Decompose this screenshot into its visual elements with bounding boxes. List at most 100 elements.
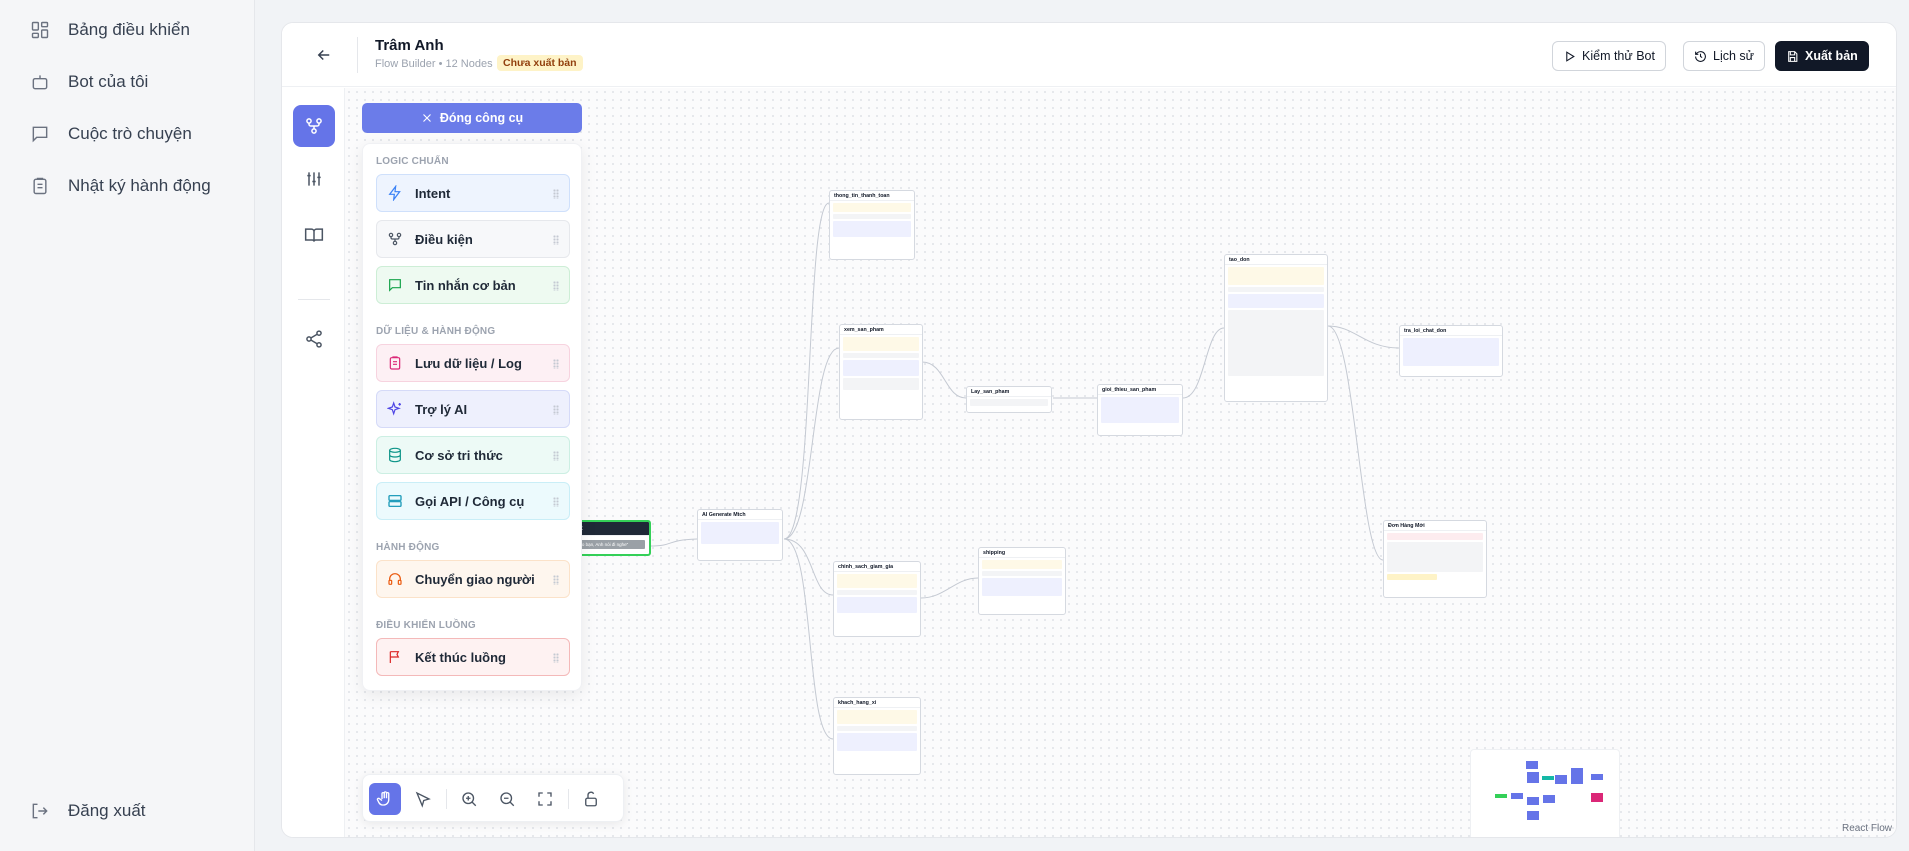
zap-icon xyxy=(388,185,401,201)
tool-label: Gọi API / Công cụ xyxy=(415,493,525,509)
node-title: chinh_sach_giam_gia xyxy=(834,562,920,572)
drag-handle-icon[interactable] xyxy=(553,405,559,415)
page-subtitle: Flow Builder • 12 Nodes xyxy=(375,58,493,70)
sparkles-icon xyxy=(387,401,401,416)
node-body xyxy=(833,221,911,237)
node-title: Lay_san_pham xyxy=(967,387,1051,397)
logout-button[interactable]: Đăng xuất xyxy=(30,791,146,831)
flow-node-thong-tin[interactable]: thong_tin_thanh_toan xyxy=(829,190,915,260)
sidebar-item-dashboard[interactable]: Bảng điều khiển xyxy=(30,10,190,50)
rail-flow-button[interactable] xyxy=(293,105,335,147)
node-warning xyxy=(837,574,917,588)
edge xyxy=(783,538,834,596)
flow-node-lay-san-pham[interactable]: Lay_san_pham xyxy=(966,386,1052,413)
logout-label: Đăng xuất xyxy=(68,801,146,820)
test-bot-button[interactable]: Kiểm thử Bot xyxy=(1552,41,1666,71)
drag-handle-icon[interactable] xyxy=(553,189,559,199)
edge xyxy=(1327,325,1400,349)
history-button[interactable]: Lịch sử xyxy=(1683,41,1766,71)
node-title: tao_don xyxy=(1225,255,1327,265)
close-icon xyxy=(422,114,431,122)
flow-node-gioi-thieu[interactable]: gioi_thieu_san_pham xyxy=(1097,384,1183,436)
tool-end-flow[interactable]: Kết thúc luồng xyxy=(376,638,570,676)
flow-node-chinh-sach[interactable]: chinh_sach_giam_gia xyxy=(833,561,921,637)
tool-label: Điều kiện xyxy=(415,231,473,247)
sidebar-item-bots[interactable]: Bot của tôi xyxy=(30,62,148,102)
test-bot-label: Kiểm thử Bot xyxy=(1582,49,1655,63)
tool-condition[interactable]: Điều kiện xyxy=(376,220,570,258)
flow-edges xyxy=(649,202,1400,740)
node-body xyxy=(837,597,917,613)
rail-knowledge-button[interactable] xyxy=(293,214,335,256)
header-divider xyxy=(357,37,358,73)
book-open-icon xyxy=(304,228,324,242)
minimap-node xyxy=(1527,811,1539,820)
minimap-node xyxy=(1527,772,1539,783)
tool-basic-message[interactable]: Tin nhắn cơ bản xyxy=(376,266,570,304)
status-badge: Chưa xuất bản xyxy=(497,55,583,71)
node-body xyxy=(1403,338,1499,366)
flow-node-tao-don[interactable]: tao_don xyxy=(1224,254,1328,402)
flow-node-shipping[interactable]: shipping xyxy=(978,547,1066,615)
drag-handle-icon[interactable] xyxy=(553,359,559,369)
select-tool-button[interactable] xyxy=(407,783,439,815)
drag-handle-icon[interactable] xyxy=(553,497,559,507)
flow-node-ai-generate[interactable]: AI Generate Mtch xyxy=(697,509,783,561)
tool-label: Chuyển giao người xyxy=(415,571,535,587)
node-attributes xyxy=(843,378,919,390)
zoom-in-button[interactable] xyxy=(453,783,485,815)
back-button[interactable] xyxy=(310,41,338,69)
publish-button[interactable]: Xuất bản xyxy=(1775,41,1869,71)
hand-icon xyxy=(376,791,390,806)
drag-handle-icon[interactable] xyxy=(553,575,559,585)
sliders-icon xyxy=(307,172,321,186)
sidebar-item-conversations[interactable]: Cuộc trò chuyện xyxy=(30,114,192,154)
node-title: Đơn Hàng Mới xyxy=(1384,521,1486,531)
node-status-tags xyxy=(1387,574,1437,580)
sidebar-item-label: Nhật ký hành động xyxy=(68,176,211,195)
tool-api-call[interactable]: Gọi API / Công cụ xyxy=(376,482,570,520)
drag-handle-icon[interactable] xyxy=(553,451,559,461)
flow-node-xem-san-pham[interactable]: xem_san_pham xyxy=(839,324,923,420)
drag-handle-icon[interactable] xyxy=(553,235,559,245)
tool-label: Tin nhắn cơ bản xyxy=(415,277,516,293)
node-body xyxy=(843,360,919,376)
sidebar-item-action-log[interactable]: Nhật ký hành động xyxy=(30,166,211,206)
drag-handle-icon[interactable] xyxy=(553,653,559,663)
sidebar: Bảng điều khiển Bot của tôi Cuộc trò chu… xyxy=(0,0,255,851)
minimap-node xyxy=(1591,774,1603,780)
git-fork-icon xyxy=(388,232,402,246)
zoom-out-button[interactable] xyxy=(491,783,523,815)
flow-builder-card: Trâm Anh Flow Builder • 12 Nodes Chưa xu… xyxy=(281,22,1897,838)
minimap-node xyxy=(1527,797,1539,805)
flow-node-khach-hang[interactable]: khach_hang_xi xyxy=(833,697,921,775)
flow-canvas[interactable]: Start "Chào bạn, Anh nói đi nghe" AI Gen… xyxy=(345,88,1896,837)
minimap[interactable] xyxy=(1470,749,1620,837)
edge xyxy=(921,361,967,399)
tool-intent[interactable]: Intent xyxy=(376,174,570,212)
drag-handle-icon[interactable] xyxy=(553,281,559,291)
tool-knowledge-base[interactable]: Cơ sở tri thức xyxy=(376,436,570,474)
tool-label: Trợ lý AI xyxy=(415,401,468,417)
tool-ai-assistant[interactable]: Trợ lý AI xyxy=(376,390,570,428)
header: Trâm Anh Flow Builder • 12 Nodes Chưa xu… xyxy=(282,23,1896,87)
rail-share-button[interactable] xyxy=(293,318,335,360)
lock-button[interactable] xyxy=(575,783,607,815)
rail-settings-button[interactable] xyxy=(293,158,335,200)
tool-human-handoff[interactable]: Chuyển giao người xyxy=(376,560,570,598)
node-title: thong_tin_thanh_toan xyxy=(830,191,914,201)
edge xyxy=(649,538,698,547)
flow-node-don-hang-moi[interactable]: Đơn Hàng Mới xyxy=(1383,520,1487,598)
react-flow-attribution[interactable]: React Flow xyxy=(1842,823,1893,834)
bot-icon xyxy=(32,75,48,90)
toolbox-panel: LOGIC CHUẨN Intent Điều kiện Tin nhắn cơ… xyxy=(362,143,582,691)
pan-tool-button[interactable] xyxy=(369,783,401,815)
node-body xyxy=(1387,542,1483,572)
close-tools-button[interactable]: Đóng công cụ xyxy=(362,103,582,133)
fit-view-button[interactable] xyxy=(529,783,561,815)
tool-save-log[interactable]: Lưu dữ liệu / Log xyxy=(376,344,570,382)
edge xyxy=(783,347,840,540)
node-body xyxy=(701,522,779,544)
flow-node-tra-loi[interactable]: tra_loi_chat_don xyxy=(1399,325,1503,377)
node-message: "Chào bạn, Anh nói đi nghe" xyxy=(569,540,645,549)
